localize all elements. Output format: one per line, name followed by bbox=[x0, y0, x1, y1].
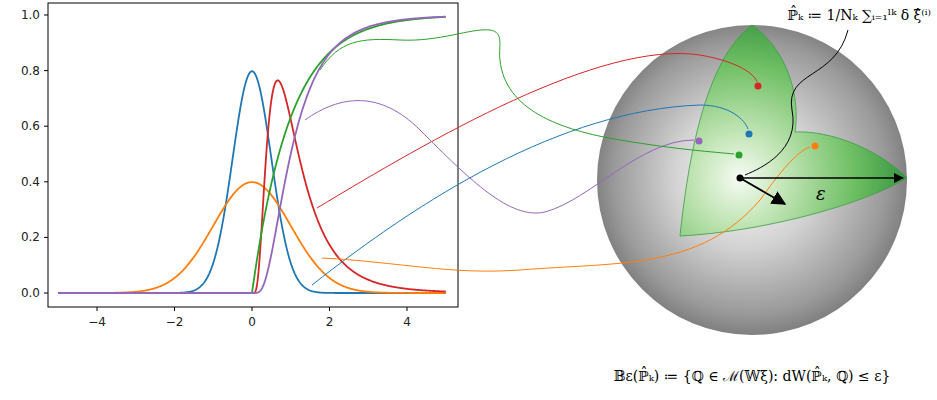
tick-label: 2 bbox=[310, 314, 350, 330]
leader-line bbox=[320, 30, 734, 154]
tick-label: 0.0 bbox=[6, 285, 40, 301]
radius-label: ε bbox=[816, 183, 826, 205]
distribution-dot bbox=[746, 131, 753, 138]
tick-mark bbox=[329, 307, 330, 311]
distribution-curve bbox=[58, 182, 446, 293]
plot-curves bbox=[58, 17, 446, 293]
radius-arrow bbox=[740, 177, 903, 178]
tick-mark bbox=[44, 293, 48, 294]
ball-definition: 𝔹ε(ℙ̂ₖ) ≔ {ℚ ∈ ℳ(𝕎ξ): dW(ℙ̂ₖ, ℚ) ≤ ε} bbox=[614, 366, 891, 386]
tick-label: −2 bbox=[155, 314, 195, 330]
tick-mark bbox=[44, 70, 48, 71]
tick-label: 1.0 bbox=[6, 7, 40, 23]
distribution-dot bbox=[736, 152, 743, 159]
tick-mark bbox=[44, 181, 48, 182]
distribution-curve bbox=[58, 80, 446, 293]
leader-line bbox=[305, 101, 694, 213]
leader-line bbox=[317, 53, 757, 208]
tick-label: 0.2 bbox=[6, 229, 40, 245]
distribution-curve bbox=[58, 17, 446, 293]
tick-marks bbox=[44, 15, 407, 311]
tick-mark bbox=[44, 237, 48, 238]
tick-label: 0 bbox=[232, 314, 272, 330]
tick-label: 4 bbox=[387, 314, 427, 330]
distribution-dot bbox=[696, 138, 703, 145]
center-dot bbox=[737, 175, 744, 182]
tick-mark bbox=[407, 307, 408, 311]
ball-cutaway bbox=[680, 25, 907, 236]
tick-label: −4 bbox=[77, 314, 117, 330]
tick-mark bbox=[44, 15, 48, 16]
distribution-curve bbox=[58, 17, 446, 293]
tick-mark bbox=[97, 307, 98, 311]
radius-arrow bbox=[740, 178, 785, 204]
tick-mark bbox=[252, 307, 253, 311]
formula-label: ℙ̂ₖ ≔ 1/Nₖ ∑ᵢ₌₁ˡᵏ δ ξ̂⁽ⁱ⁾ bbox=[788, 5, 931, 25]
distribution-dot bbox=[755, 83, 762, 90]
plot-frame bbox=[48, 3, 458, 307]
tick-label: 0.6 bbox=[6, 118, 40, 134]
tick-label: 0.4 bbox=[6, 174, 40, 190]
leader-line bbox=[322, 147, 810, 271]
leader-line bbox=[312, 105, 748, 285]
ambiguity-ball bbox=[597, 25, 907, 335]
distribution-curve bbox=[58, 71, 446, 293]
tick-mark bbox=[44, 126, 48, 127]
distribution-dot bbox=[812, 143, 819, 150]
tick-mark bbox=[174, 307, 175, 311]
leader-line bbox=[745, 30, 848, 175]
tick-label: 0.8 bbox=[6, 63, 40, 79]
